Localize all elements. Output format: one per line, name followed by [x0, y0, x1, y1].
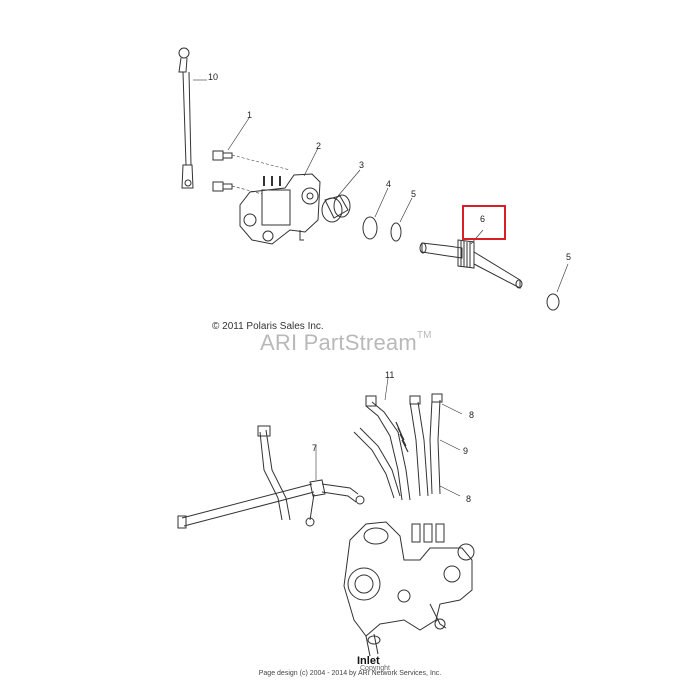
- watermark: ARI PartStreamTM: [260, 330, 432, 356]
- part-5-washer-2: [546, 293, 560, 311]
- callout-5[interactable]: 5: [411, 189, 417, 199]
- callout-6[interactable]: 6: [480, 214, 486, 224]
- callout-5-second[interactable]: 5: [566, 252, 572, 262]
- oil-injection-pump: [343, 521, 475, 657]
- callout-3[interactable]: 3: [359, 160, 365, 170]
- callout-4[interactable]: 4: [386, 179, 392, 189]
- part-1-bolts: [212, 117, 291, 195]
- part-11-hose: [365, 377, 411, 501]
- part-5-washer: [390, 222, 402, 242]
- callout-2[interactable]: 2: [316, 141, 322, 151]
- copyright-text: © 2011 Polaris Sales Inc.: [212, 321, 324, 332]
- callout-8-second[interactable]: 8: [466, 494, 472, 504]
- callout-8[interactable]: 8: [469, 410, 475, 420]
- callout-9[interactable]: 9: [463, 446, 469, 456]
- page-footer: Page design (c) 2004 - 2014 by ARI Netwo…: [258, 670, 442, 677]
- part-6-shaft: [419, 229, 523, 289]
- callout-7[interactable]: 7: [312, 443, 318, 453]
- highlight-box-part-6: [462, 205, 506, 240]
- part-4-oring: [362, 216, 378, 240]
- part-8-9-hoses: [353, 393, 463, 499]
- inlet-label: Inlet: [357, 655, 380, 667]
- part-2-oil-pump: [239, 147, 321, 245]
- callout-10[interactable]: 10: [208, 72, 219, 82]
- watermark-trademark: TM: [416, 330, 432, 341]
- inlet-copyright: Copyright: [360, 665, 390, 672]
- part-3-bushing: [321, 169, 361, 223]
- callout-11[interactable]: 11: [385, 370, 395, 380]
- callout-1[interactable]: 1: [247, 110, 253, 120]
- part-7-tube: [177, 425, 365, 529]
- part-10-rod: [178, 47, 207, 189]
- watermark-text: ARI PartStream: [260, 330, 417, 355]
